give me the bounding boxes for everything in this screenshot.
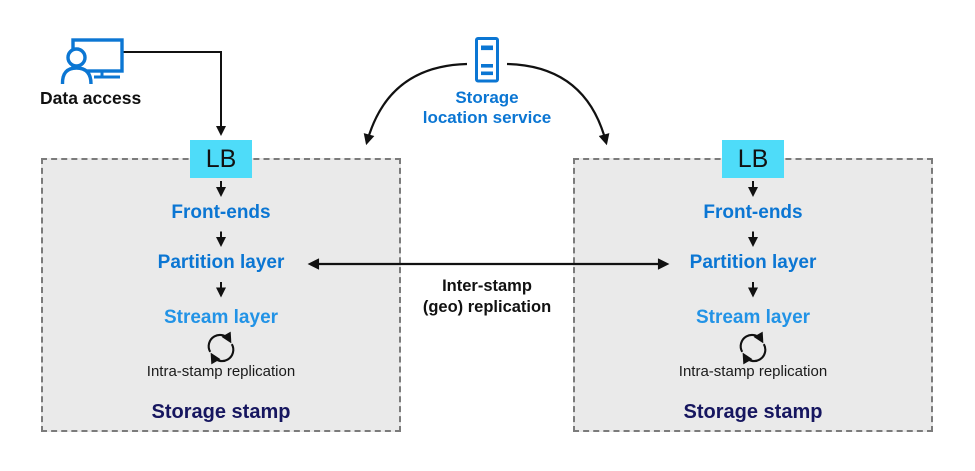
stream-layer-label-right: Stream layer [695, 307, 811, 328]
front-ends-label-right: Front-ends [703, 202, 803, 223]
front-ends-label-left: Front-ends [171, 202, 271, 223]
inter-stamp-replication-label-line2: (geo) replication [422, 297, 552, 316]
storage-location-service-label-line1: Storage [455, 88, 519, 107]
location-service-to-left-stamp-arrow [363, 62, 468, 146]
inter-stamp-replication-label-line1: Inter-stamp [442, 277, 532, 295]
location-service-to-right-stamp-arrow [506, 62, 610, 146]
person-monitor-icon [60, 38, 124, 85]
storage-stamp-title-right: Storage stamp [683, 401, 823, 423]
stream-layer-label-left: Stream layer [163, 307, 279, 328]
partition-layer-label-left: Partition layer [157, 252, 285, 273]
partition-layer-label-right: Partition layer [689, 252, 817, 273]
storage-location-service-label-line2: location service [422, 107, 552, 127]
data-access-to-lb-arrow [122, 51, 226, 136]
sync-arrows-icon [739, 331, 767, 365]
intra-stamp-replication-label-right: Intra-stamp replication [678, 363, 828, 380]
load-balancer-right: LB [722, 140, 784, 178]
server-icon [475, 37, 499, 83]
storage-location-service-label: Storage location service [407, 88, 567, 127]
storage-stamp-title-left: Storage stamp [151, 401, 291, 423]
intra-stamp-replication-label-left: Intra-stamp replication [146, 363, 296, 380]
data-access-label: Data access [40, 88, 142, 108]
sync-arrows-icon [207, 331, 235, 365]
inter-stamp-replication-label: Inter-stamp (geo) replication [397, 276, 577, 317]
load-balancer-left: LB [190, 140, 252, 178]
